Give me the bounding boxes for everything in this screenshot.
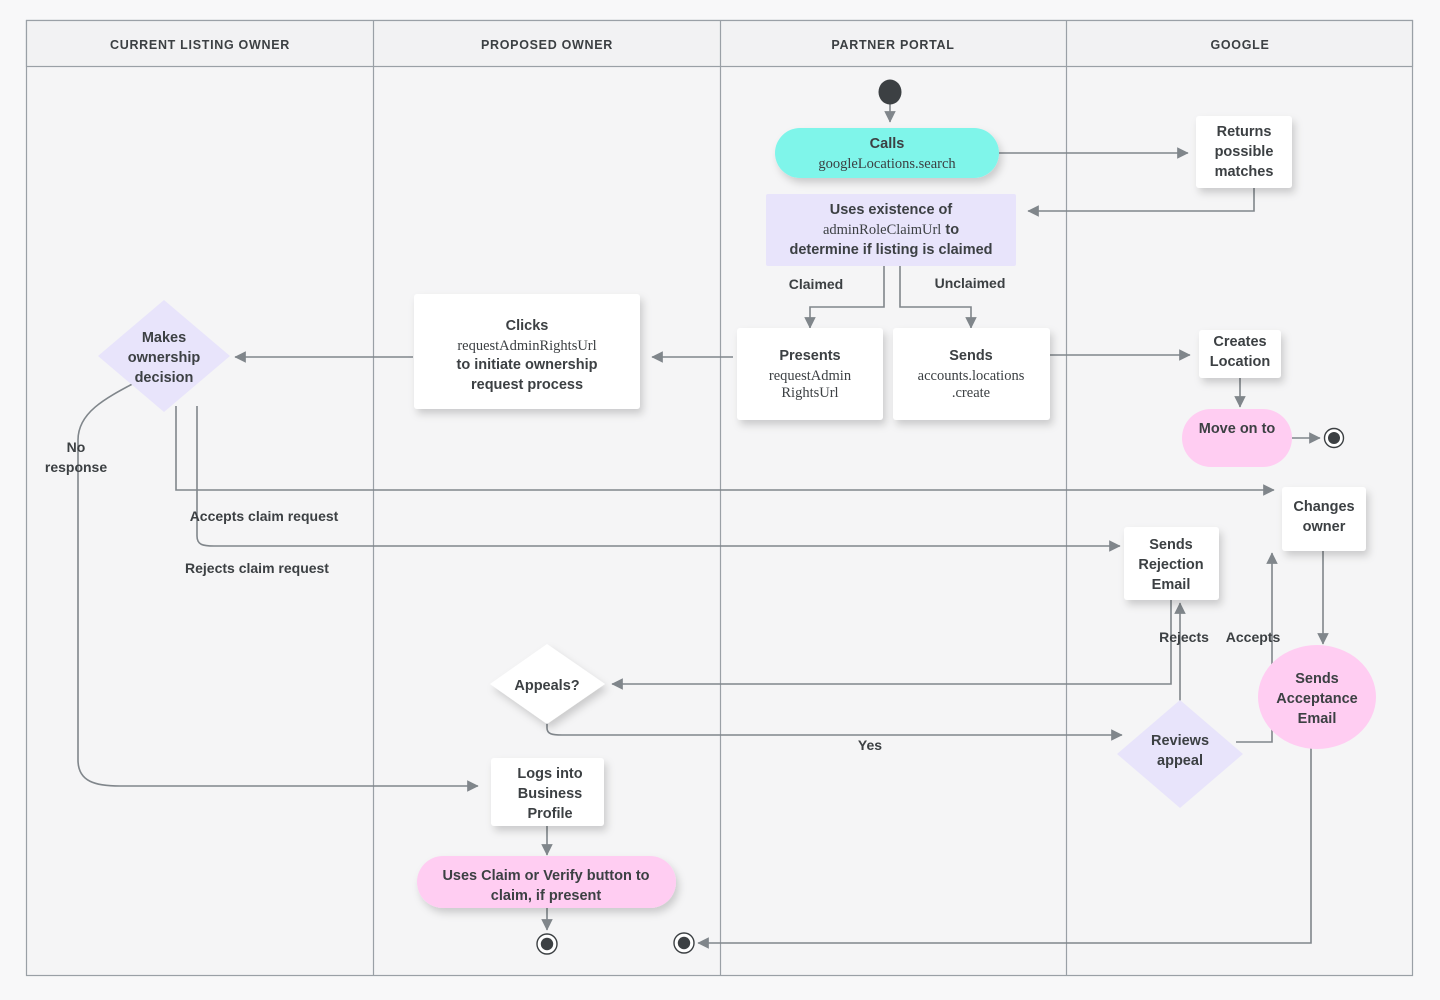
- node-makes-decision-line2: ownership: [128, 350, 201, 366]
- edge-label-no-response-line2: response: [45, 459, 107, 475]
- node-returns-line3: matches: [1215, 164, 1274, 180]
- node-presents-line3: RightsUrl: [781, 385, 838, 401]
- edge-returns-to-uses: [1027, 188, 1255, 217]
- node-changes-owner[interactable]: Changes owner: [1282, 487, 1366, 551]
- node-move-on-to-label: Move on to: [1199, 421, 1276, 437]
- node-creates-location[interactable]: Creates Location: [1199, 330, 1281, 378]
- end-node-partner-portal: [673, 932, 695, 954]
- swimlane-grid: [25, 19, 1414, 977]
- end-node-proposed-owner: [536, 933, 558, 955]
- edge-labels: Claimed Unclaimed No response Accepts cl…: [45, 275, 1281, 753]
- node-clicks-line3: to initiate ownership: [457, 357, 598, 373]
- node-makes-ownership-decision[interactable]: Makes ownership decision: [98, 300, 230, 412]
- node-sends-acceptance-email[interactable]: Sends Acceptance Email: [1258, 645, 1376, 749]
- edge-appeals-yes-to-reviews: [546, 714, 1123, 741]
- node-sends-rejection-line1: Sends: [1149, 537, 1193, 553]
- node-logs-into-line1: Logs into: [517, 766, 582, 782]
- node-creates-location-line2: Location: [1210, 354, 1270, 370]
- node-sends-accounts-locations-create[interactable]: Sends accounts.locations .create: [893, 328, 1050, 420]
- node-returns-line1: Returns: [1217, 124, 1272, 140]
- node-sends-acceptance-line2: Acceptance: [1276, 691, 1357, 707]
- node-uses-claim-or-verify-button[interactable]: Uses Claim or Verify button to claim, if…: [417, 856, 676, 908]
- node-uses-existence-line3: determine if listing is claimed: [789, 242, 992, 258]
- lane-header-current-listing-owner: CURRENT LISTING OWNER: [110, 38, 290, 52]
- node-logs-into-line3: Profile: [527, 806, 572, 822]
- node-sends-rejection-line2: Rejection: [1138, 557, 1203, 573]
- node-changes-owner-line1: Changes: [1293, 499, 1354, 515]
- edge-decision-no-response: [77, 380, 479, 792]
- node-reviews-appeal[interactable]: Reviews appeal: [1117, 700, 1243, 808]
- node-changes-owner-line2: owner: [1303, 519, 1346, 535]
- edge-rejection-to-appeals: [611, 600, 1172, 690]
- node-uses-claim-line1: Uses Claim or Verify button to: [442, 868, 649, 884]
- node-presents-line1: Presents: [779, 348, 840, 364]
- lane-headers: CURRENT LISTING OWNER PROPOSED OWNER PAR…: [110, 38, 1269, 52]
- node-presents-line2: requestAdmin: [769, 368, 852, 384]
- node-returns-possible-matches[interactable]: Returns possible matches: [1196, 116, 1292, 188]
- node-clicks-line1: Clicks: [506, 318, 549, 334]
- edge-acceptance-to-end: [697, 740, 1312, 949]
- node-reviews-appeal-line2: appeal: [1157, 753, 1203, 769]
- node-sends-create-line3: .create: [952, 385, 990, 401]
- edge-reviews-accepts: [1236, 552, 1278, 743]
- edge-label-rejects-claim-request: Rejects claim request: [185, 560, 329, 576]
- edge-label-yes: Yes: [858, 737, 882, 753]
- node-creates-location-line1: Creates: [1213, 334, 1266, 350]
- node-clicks-line4: request process: [471, 377, 583, 393]
- lane-header-proposed-owner: PROPOSED OWNER: [481, 38, 613, 52]
- node-logs-into-business-profile[interactable]: Logs into Business Profile: [491, 758, 604, 826]
- edge-label-no-response-line1: No: [67, 439, 86, 455]
- node-sends-acceptance-line3: Email: [1298, 711, 1337, 727]
- edge-label-claimed: Claimed: [789, 276, 843, 292]
- node-uses-existence-line1: Uses existence of: [830, 202, 953, 218]
- node-makes-decision-line3: decision: [135, 370, 194, 386]
- edge-label-rejects: Rejects: [1159, 629, 1209, 645]
- node-appeals-decision[interactable]: Appeals?: [490, 644, 605, 724]
- edge-decision-rejects: [196, 406, 1121, 552]
- node-uses-existence-admin-role-claim-url[interactable]: Uses existence of adminRoleClaimUrl to d…: [766, 194, 1016, 266]
- node-appeals-label: Appeals?: [514, 678, 579, 694]
- node-uses-existence-line2-tail: to: [941, 222, 959, 238]
- svg-text:adminRoleClaimUrl to: adminRoleClaimUrl to: [823, 222, 959, 238]
- node-calls-line1: Calls: [870, 136, 905, 152]
- node-presents-request-admin-rights-url[interactable]: Presents requestAdmin RightsUrl: [737, 328, 883, 420]
- node-sends-rejection-line3: Email: [1152, 577, 1191, 593]
- node-move-on-to[interactable]: Move on to: [1182, 409, 1292, 467]
- edge-uses-to-sends-create: [899, 266, 977, 329]
- node-sends-acceptance-line1: Sends: [1295, 671, 1339, 687]
- end-node-google: [1323, 427, 1345, 449]
- edge-label-unclaimed: Unclaimed: [935, 275, 1006, 291]
- edge-uses-to-presents: [804, 266, 885, 329]
- node-uses-claim-line2: claim, if present: [491, 888, 602, 904]
- node-sends-rejection-email[interactable]: Sends Rejection Email: [1124, 527, 1219, 600]
- node-returns-line2: possible: [1215, 144, 1274, 160]
- node-makes-decision-line1: Makes: [142, 330, 186, 346]
- node-clicks-line2: requestAdminRightsUrl: [457, 338, 596, 354]
- lane-header-partner-portal: PARTNER PORTAL: [831, 38, 954, 52]
- node-reviews-appeal-line1: Reviews: [1151, 733, 1209, 749]
- edges: [77, 104, 1329, 949]
- edge-decision-accepts: [175, 406, 1275, 496]
- edge-label-accepts-claim-request: Accepts claim request: [190, 508, 339, 524]
- start-node-partner-portal: [878, 79, 902, 105]
- node-clicks-request-admin-rights-url[interactable]: Clicks requestAdminRightsUrl to initiate…: [414, 294, 640, 409]
- node-sends-create-line2: accounts.locations: [918, 368, 1025, 384]
- edge-label-accepts: Accepts: [1226, 629, 1281, 645]
- node-calls-google-locations-search[interactable]: Calls googleLocations.search: [775, 128, 999, 178]
- node-calls-line2: googleLocations.search: [818, 156, 956, 172]
- lane-header-google: GOOGLE: [1210, 38, 1269, 52]
- node-logs-into-line2: Business: [518, 786, 582, 802]
- node-uses-existence-line2-mono: adminRoleClaimUrl: [823, 222, 941, 238]
- node-sends-create-line1: Sends: [949, 348, 993, 364]
